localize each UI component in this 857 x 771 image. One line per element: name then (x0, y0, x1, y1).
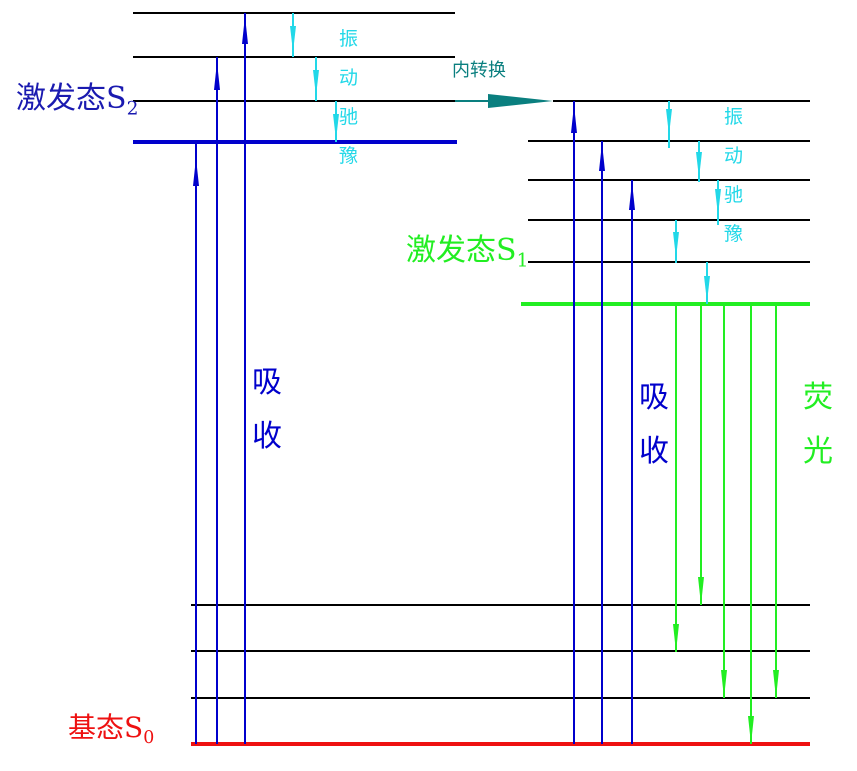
absorption-arrow-head (629, 182, 635, 210)
absorption-arrow-head (599, 143, 605, 171)
vibrational-relaxation-arrow-head (715, 189, 721, 215)
absorption-arrow-head (193, 158, 199, 186)
vibrational-relaxation-arrow-head (313, 70, 319, 96)
vibrational-relaxation-arrow-head (666, 109, 672, 135)
absorption-arrow-head (242, 16, 248, 44)
internal-conversion-label: 内转换 (452, 60, 506, 81)
fluorescence-arrow-head (698, 577, 704, 605)
s2-label: 激发态S2 (16, 81, 139, 120)
s1-label: 激发态S1 (406, 233, 529, 272)
internal-conversion-arrowhead (488, 94, 553, 108)
absorption-arrow-head (214, 62, 220, 90)
vibrational-relaxation-arrow-head (333, 114, 339, 140)
relax-right-label: 振动驰豫 (724, 106, 744, 245)
fluorescence-arrow-head (721, 670, 727, 698)
relax-left-label: 振动驰豫 (339, 28, 359, 167)
fluorescence-arrow-head (673, 624, 679, 652)
vibrational-relaxation-arrow-head (290, 26, 296, 52)
s0-label: 基态S0 (68, 711, 155, 749)
vibrational-relaxation-arrow-head (696, 152, 702, 178)
fluorescence-arrow-head (773, 670, 779, 698)
absorb-right-label: 吸收 (639, 380, 669, 469)
vibrational-relaxation-arrow-head (704, 276, 710, 302)
absorb-left-label: 吸收 (252, 365, 282, 454)
absorption-arrow-head (571, 105, 577, 133)
fluorescence-label: 荧光 (803, 380, 833, 469)
fluorescence-arrow-head (748, 716, 754, 744)
vibrational-relaxation-arrow-head (673, 232, 679, 258)
